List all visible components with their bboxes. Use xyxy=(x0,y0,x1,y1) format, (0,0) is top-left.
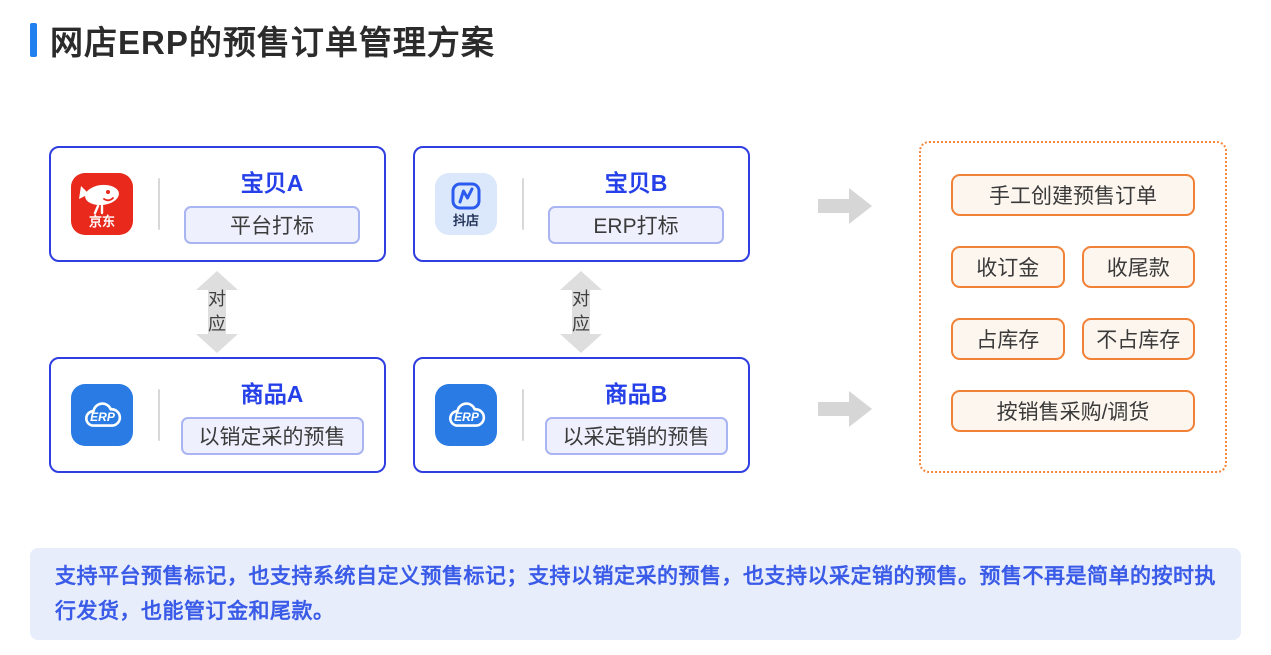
divider xyxy=(158,178,160,230)
card-baby-a: 京东 宝贝A 平台打标 xyxy=(49,146,386,262)
card-title: 宝贝A xyxy=(240,170,304,196)
erp-icon: ERP xyxy=(71,384,133,446)
erp-icon-label: ERP xyxy=(454,410,480,424)
card-body: 宝贝A 平台打标 xyxy=(160,164,384,244)
panel-row: 收订金 收尾款 xyxy=(951,246,1195,288)
btn-no-occupy-stock: 不占库存 xyxy=(1081,318,1195,360)
card-product-b: ERP 商品B 以采定销的预售 xyxy=(413,357,750,473)
card-title: 宝贝B xyxy=(604,170,668,196)
btn-collect-balance: 收尾款 xyxy=(1081,246,1195,288)
tag-presale-by-sales: 以销定采的预售 xyxy=(180,417,364,455)
card-baby-b: 抖店 宝贝B ERP打标 xyxy=(413,146,750,262)
title-accent-bar xyxy=(30,23,37,57)
btn-manual-create-presale-order: 手工创建预售订单 xyxy=(951,174,1195,216)
btn-collect-deposit: 收订金 xyxy=(951,246,1065,288)
doudian-icon-label: 抖店 xyxy=(453,213,479,228)
card-body: 商品A 以销定采的预售 xyxy=(160,375,384,455)
mapping-arrow-left: 对应 xyxy=(193,271,241,353)
jd-icon-label: 京东 xyxy=(89,214,115,229)
card-title: 商品A xyxy=(240,381,304,407)
btn-purchase-or-transfer-by-sales: 按销售采购/调货 xyxy=(951,390,1195,432)
card-product-a: ERP 商品A 以销定采的预售 xyxy=(49,357,386,473)
btn-occupy-stock: 占库存 xyxy=(951,318,1065,360)
footer-text: 支持平台预售标记，也支持系统自定义预售标记；支持以销定采的预售，也支持以采定销的… xyxy=(55,565,1216,623)
mapping-label: 对应 xyxy=(208,289,226,334)
right-arrow-icon xyxy=(818,188,872,224)
right-arrow-icon xyxy=(818,391,872,427)
double-arrow-icon xyxy=(560,271,602,353)
doudian-icon: 抖店 xyxy=(435,173,497,235)
footer-note: 支持平台预售标记，也支持系统自定义预售标记；支持以销定采的预售，也支持以采定销的… xyxy=(30,548,1241,640)
divider xyxy=(522,178,524,230)
tag-erp-mark: ERP打标 xyxy=(548,206,724,244)
tag-platform-mark: 平台打标 xyxy=(184,206,360,244)
page-header: 网店ERP的预售订单管理方案 xyxy=(30,16,495,64)
panel-row: 占库存 不占库存 xyxy=(951,318,1195,360)
page-title: 网店ERP的预售订单管理方案 xyxy=(50,24,495,61)
divider xyxy=(522,389,524,441)
erp-icon-label: ERP xyxy=(90,410,116,424)
jd-icon: 京东 xyxy=(71,173,133,235)
tag-presale-by-purchase: 以采定销的预售 xyxy=(544,417,728,455)
erp-icon: ERP xyxy=(435,384,497,446)
card-body: 宝贝B ERP打标 xyxy=(524,164,748,244)
double-arrow-icon xyxy=(196,271,238,353)
mapping-arrow-right: 对应 xyxy=(557,271,605,353)
presale-capabilities-panel: 手工创建预售订单 收订金 收尾款 占库存 不占库存 按销售采购/调货 xyxy=(919,141,1227,473)
card-body: 商品B 以采定销的预售 xyxy=(524,375,748,455)
panel-row: 手工创建预售订单 xyxy=(951,174,1195,216)
card-title: 商品B xyxy=(604,381,668,407)
panel-row: 按销售采购/调货 xyxy=(951,390,1195,432)
divider xyxy=(158,389,160,441)
mapping-label: 对应 xyxy=(572,289,590,334)
